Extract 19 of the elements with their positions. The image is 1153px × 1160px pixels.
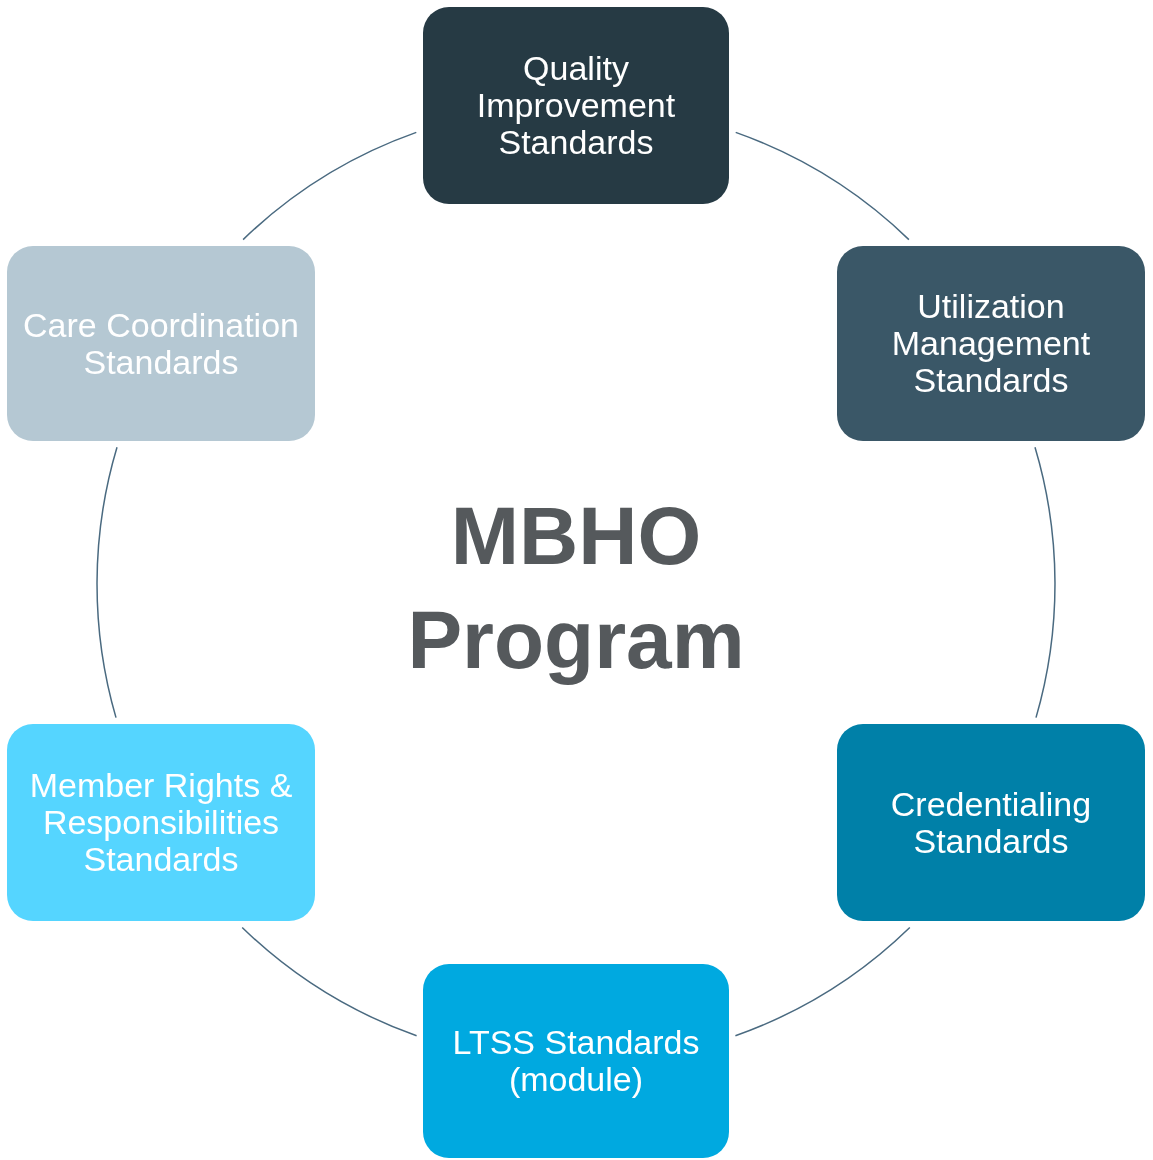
connector-arc [734, 131, 910, 241]
center-title: MBHO Program [406, 489, 746, 687]
standard-box [837, 246, 1145, 441]
standard-box [7, 246, 315, 441]
connector-arc [241, 926, 418, 1037]
connector-arc [1034, 446, 1056, 719]
box-label: Utilization Management Standards [890, 288, 1092, 399]
box-label: Member Rights & Responsibilities Standards [28, 767, 294, 878]
box-label: Quality Improvement Standards [475, 50, 677, 161]
box-label: Care Coordination Standards [22, 306, 300, 381]
connector-arc [242, 131, 418, 241]
connector-arc [96, 446, 118, 719]
box-label: LTSS Standards (module) [451, 1024, 701, 1098]
box-label: Credentialing Standards [889, 785, 1093, 860]
standard-box [7, 724, 315, 921]
standard-box [423, 7, 729, 204]
standard-box [837, 724, 1145, 921]
standard-box [423, 964, 729, 1158]
connector-arc [734, 926, 911, 1037]
